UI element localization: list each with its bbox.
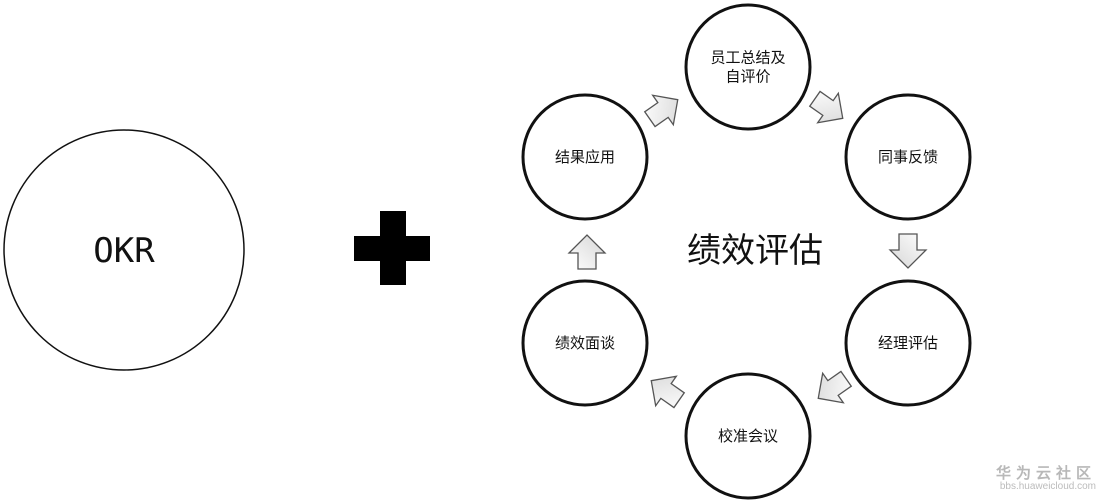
step-circle [684,372,812,500]
okr-label: OKR [93,231,155,271]
step-circle [844,279,972,407]
step-performance-talk: 绩效面谈 [521,279,649,407]
flow-arrow-icon [808,90,844,124]
okr-circle [3,129,245,371]
step-label: 同事反馈 [878,148,938,166]
flow-arrow-icon [817,370,853,404]
step-circle [521,93,649,221]
cycle-arrows [567,90,928,409]
step-label: 经理评估 [878,334,938,352]
step-circle [521,279,649,407]
cycle-title: 绩效评估 [687,231,823,271]
step-label: 自评价 [725,68,770,86]
step-result-application: 结果应用 [521,93,649,221]
okr-circle-group: OKR [3,129,245,371]
step-manager-review: 经理评估 [844,279,972,407]
step-label: 员工总结及 [710,49,785,67]
step-calibration: 校准会议 [684,372,812,500]
step-label: 校准会议 [718,427,778,445]
watermark: 华为云社区 bbs.huaweicloud.com [995,463,1096,492]
step-circle [844,93,972,221]
flow-arrow-icon [650,375,686,409]
watermark-url: bbs.huaweicloud.com [999,481,1096,492]
flow-arrow-icon [888,233,928,269]
step-label: 绩效面谈 [555,334,615,352]
flow-arrow-icon [567,234,607,270]
plus-icon [354,211,430,285]
watermark-brand: 华为云社区 [995,463,1096,482]
step-label: 结果应用 [555,148,615,166]
step-circle [684,3,812,131]
flow-arrow-icon [643,94,679,128]
step-peer-feedback: 同事反馈 [844,93,972,221]
